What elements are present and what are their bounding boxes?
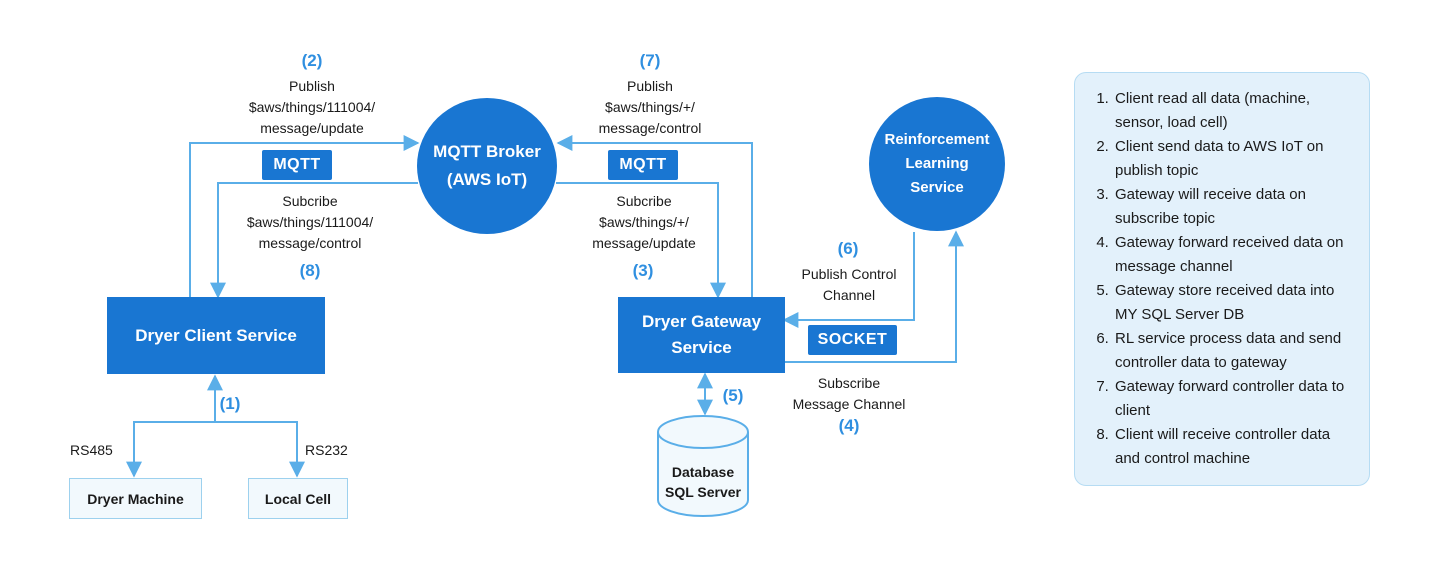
rl-service-line1: Reinforcement — [884, 131, 990, 148]
arrow-rl-to-gateway — [782, 232, 915, 328]
notes-item: Gateway forward controller data to clien… — [1113, 375, 1359, 423]
step-3-number: (3) — [632, 261, 654, 280]
step-6-number: (6) — [837, 239, 859, 258]
notes-item: Gateway store received data into MY SQL … — [1113, 279, 1359, 327]
dryer-client-service-label: Dryer Client Service — [135, 325, 297, 345]
arrow-gateway-subscribe — [556, 182, 726, 299]
step-7-line3: message/control — [598, 120, 702, 136]
step-2-line3: message/update — [260, 120, 364, 136]
step-8-line1: Subcribe — [282, 193, 338, 209]
dryer-machine-node: Dryer Machine — [69, 478, 202, 519]
step-3-line1: Subcribe — [616, 193, 672, 209]
arrow-gateway-publish — [556, 135, 753, 297]
step-2-label: Publish $aws/things/111004/ message/upda… — [212, 76, 412, 139]
rl-service-line3: Service — [910, 179, 964, 196]
notes-item: Client will receive controller data and … — [1113, 423, 1359, 471]
mqtt-broker-line1: MQTT Broker — [433, 142, 541, 161]
step-1-number: (1) — [219, 394, 241, 413]
step-2-line2: $aws/things/111004/ — [248, 99, 376, 115]
mqtt-tag-right: MQTT — [608, 150, 678, 180]
step-4-number: (4) — [838, 416, 860, 435]
step-7-line1: Publish — [627, 78, 673, 94]
dryer-client-service-node: Dryer Client Service — [107, 297, 325, 374]
step-6-line2: Channel — [822, 287, 876, 303]
notes-panel: Client read all data (machine, sensor, l… — [1074, 72, 1370, 486]
step-7-line2: $aws/things/+/ — [605, 99, 695, 115]
local-cell-node: Local Cell — [248, 478, 348, 519]
rs485-label: RS485 — [70, 442, 113, 458]
dryer-gateway-service-node: Dryer Gateway Service — [618, 297, 785, 373]
step-8-label: Subcribe $aws/things/111004/ message/con… — [210, 191, 410, 254]
local-cell-label: Local Cell — [264, 490, 332, 507]
step-4-line1: Subscribe — [817, 375, 881, 391]
connector-rs232 — [215, 421, 305, 478]
dryer-gateway-line2: Service — [671, 338, 732, 357]
arrow-client-subscribe — [210, 182, 418, 299]
arrow-gateway-to-rl — [784, 230, 964, 363]
arrow-client-publish — [189, 135, 420, 297]
socket-tag: SOCKET — [808, 325, 897, 355]
step-8-line3: message/control — [258, 235, 362, 251]
step-4-label: Subscribe Message Channel — [774, 373, 924, 415]
mqtt-broker-line2: (AWS IoT) — [446, 170, 528, 189]
step-8-line2: $aws/things/111004/ — [246, 214, 374, 230]
dryer-gateway-line1: Dryer Gateway — [641, 312, 762, 331]
step-5-number: (5) — [722, 386, 744, 405]
mqtt-broker-node: MQTT Broker (AWS IoT) — [417, 98, 557, 234]
step-6-line1: Publish Control — [801, 266, 897, 282]
database-line1: Database — [671, 464, 735, 480]
step-7-label: Publish $aws/things/+/ message/control — [550, 76, 750, 139]
rl-service-node: Reinforcement Learning Service — [869, 97, 1005, 231]
database-cylinder — [657, 415, 749, 517]
notes-item: Gateway will receive data on subscribe t… — [1113, 183, 1359, 231]
rl-service-line2: Learning — [905, 155, 969, 172]
notes-item: Client read all data (machine, sensor, l… — [1113, 87, 1359, 135]
step-6-label: Publish Control Channel — [774, 264, 924, 306]
notes-item: Gateway forward received data on message… — [1113, 231, 1359, 279]
notes-list: Client read all data (machine, sensor, l… — [1075, 73, 1369, 471]
dryer-machine-label: Dryer Machine — [87, 490, 184, 507]
database-line2: SQL Server — [664, 484, 741, 500]
step-4-line2: Message Channel — [792, 396, 906, 412]
notes-item: RL service process data and send control… — [1113, 327, 1359, 375]
mqtt-tag-left: MQTT — [262, 150, 332, 180]
step-2-number: (2) — [301, 51, 323, 70]
step-3-line2: $aws/things/+/ — [599, 214, 689, 230]
step-2-line1: Publish — [289, 78, 335, 94]
step-8-number: (8) — [299, 261, 321, 280]
connector-rs485 — [126, 421, 215, 478]
rs232-label: RS232 — [305, 442, 348, 458]
step-7-number: (7) — [639, 51, 661, 70]
notes-item: Client send data to AWS IoT on publish t… — [1113, 135, 1359, 183]
step-3-line3: message/update — [592, 235, 696, 251]
step-3-label: Subcribe $aws/things/+/ message/update — [544, 191, 744, 254]
database-label: Database SQL Server — [658, 462, 748, 502]
